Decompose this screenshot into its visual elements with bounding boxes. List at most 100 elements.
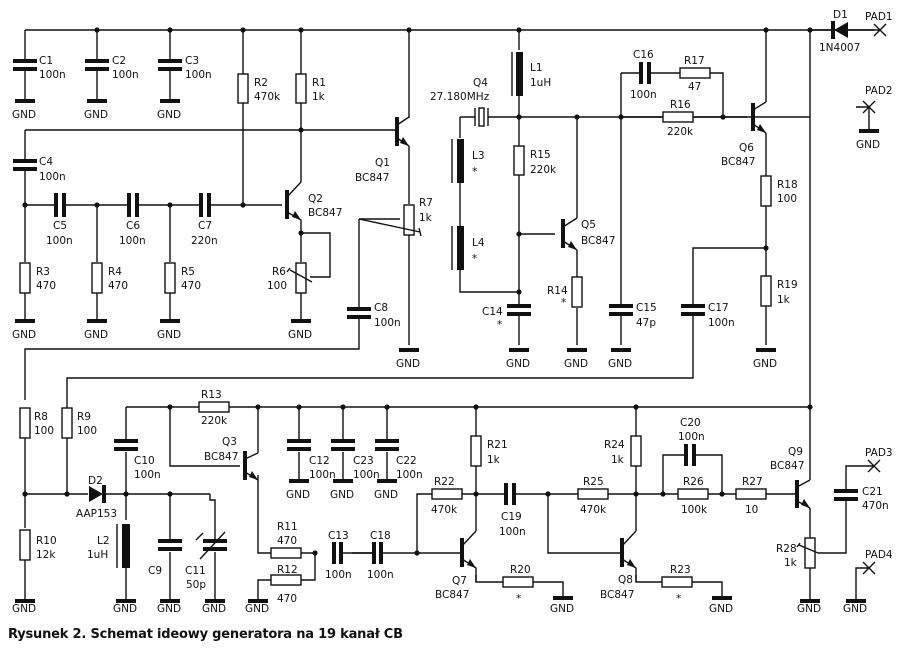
components-r10-value-label: 12k (36, 549, 56, 561)
components-r7-value-label: 1k (419, 212, 433, 224)
ground_label-label: GND (396, 358, 420, 370)
components-r23-value-label: * (676, 593, 681, 605)
components-r7-ref-label: R7 (419, 197, 433, 209)
components-c16-ref-label: C16 (633, 49, 654, 61)
resistor-r28 (804, 537, 816, 569)
figure-caption: Rysunek 2. Schemat ideowy generatora na … (8, 627, 403, 642)
components-r17-ref-label: R17 (684, 55, 705, 67)
ground_label-label: GND (157, 603, 181, 615)
capacitor-c9 (158, 539, 182, 551)
capacitor-c17 (681, 304, 705, 316)
ground_label-label: GND (288, 329, 312, 341)
components-d1-ref-label: D1 (833, 9, 848, 21)
components-r24-value-label: 1k (611, 454, 625, 466)
components-r14-ref-label: R14 (547, 285, 568, 297)
components-c6-ref-label: C6 (126, 220, 140, 232)
resistor-r19 (760, 275, 772, 307)
ground_label-label: GND (330, 489, 354, 501)
capacitor-c3 (158, 59, 182, 71)
transistor-q1 (395, 116, 410, 147)
ground_label-label: GND (84, 329, 108, 341)
resistor-r1 (295, 73, 307, 104)
components-c7-ref-label: C7 (198, 220, 212, 232)
capacitor-c2 (85, 59, 109, 71)
transistor-symbols (243, 101, 811, 582)
ground_label-label: GND (550, 603, 574, 615)
components-r11-ref-label: R11 (277, 521, 298, 533)
components-r14-value-label: * (561, 297, 566, 309)
components-c22-value-label: 100n (396, 469, 423, 481)
components-r4-value-label: 470 (108, 280, 128, 292)
components-c15-value-label: 47p (636, 317, 656, 329)
components-l2-ref-label: L2 (97, 535, 110, 547)
components-c14-value-label: * (497, 319, 502, 331)
inductor-l4 (451, 226, 464, 270)
ground_label-label: GND (84, 109, 108, 121)
components-q8-value-label: BC847 (600, 589, 634, 601)
components-r8-value-label: 100 (34, 425, 54, 437)
capacitor-c10 (114, 439, 138, 451)
resistor-r11 (270, 547, 302, 559)
capacitor-c14 (507, 304, 531, 316)
ground_label-label: GND (157, 329, 181, 341)
components-q6-ref-label: Q6 (739, 142, 754, 154)
resistor-r9 (61, 407, 73, 439)
components-r12-ref-label: R12 (277, 564, 298, 576)
components-r20-value-label: * (516, 593, 521, 605)
ground_label-label: GND (202, 603, 226, 615)
ground_label-label: GND (709, 603, 733, 615)
components-c1-value-label: 100n (39, 69, 66, 81)
components-r2-ref-label: R2 (254, 77, 268, 89)
components-d2-ref-label: D2 (88, 475, 103, 487)
capacitor-c16 (639, 62, 651, 84)
components-c3-value-label: 100n (185, 69, 212, 81)
components-q7-value-label: BC847 (435, 589, 469, 601)
capacitor-c15 (609, 304, 633, 316)
diode-symbols (89, 21, 848, 503)
components-r20-ref-label: R20 (510, 564, 531, 576)
resistor-r16 (662, 111, 694, 123)
components-c4-ref-label: C4 (39, 156, 53, 168)
components-r19-ref-label: R19 (777, 279, 798, 291)
transistor-q9 (795, 479, 811, 509)
components-r23-ref-label: R23 (670, 564, 691, 576)
capacitor-c8 (347, 307, 371, 319)
components-r9-ref-label: R9 (77, 411, 91, 423)
components-c10-value-label: 100n (134, 469, 161, 481)
components-r21-ref-label: R21 (487, 439, 508, 451)
components-c22-ref-label: C22 (396, 455, 417, 467)
components-q7-ref-label: Q7 (452, 575, 467, 587)
resistor-r13 (198, 401, 230, 413)
components-c8-value-label: 100n (374, 317, 401, 329)
components-c17-value-label: 100n (708, 317, 735, 329)
components-c21-ref-label: C21 (862, 486, 883, 498)
resistor-r24 (630, 435, 642, 467)
resistor-r18 (760, 175, 772, 207)
components-c7-value-label: 220n (191, 235, 218, 247)
capacitor-c5 (54, 193, 66, 217)
components-r21-value-label: 1k (487, 454, 501, 466)
transistor-q2 (285, 181, 302, 228)
components-d2-value-label: AAP153 (76, 508, 117, 520)
inductor-symbols (116, 52, 523, 568)
resistor-r27 (735, 488, 767, 500)
resistor-r25 (577, 488, 609, 500)
capacitor-symbols (13, 59, 858, 564)
components-pad1-ref-label: PAD1 (865, 11, 893, 23)
components-q6-value-label: BC847 (721, 156, 755, 168)
components-q2-value-label: BC847 (308, 207, 342, 219)
capacitor-c23 (331, 439, 355, 451)
transistor-q3 (243, 451, 259, 481)
components-d1-value-label: 1N4007 (819, 42, 860, 54)
components-r4-ref-label: R4 (108, 266, 122, 278)
components-c10-ref-label: C10 (134, 455, 155, 467)
resistor-r23 (661, 576, 693, 588)
ground_label-label: GND (12, 109, 36, 121)
components-c21-value-label: 470n (862, 500, 889, 512)
wires (24, 29, 880, 600)
crystal-q4 (474, 107, 489, 127)
components-c13-value-label: 100n (325, 569, 352, 581)
components-c19-ref-label: C19 (501, 511, 522, 523)
transistor-q6 (751, 101, 767, 134)
ground_label-label: GND (12, 329, 36, 341)
